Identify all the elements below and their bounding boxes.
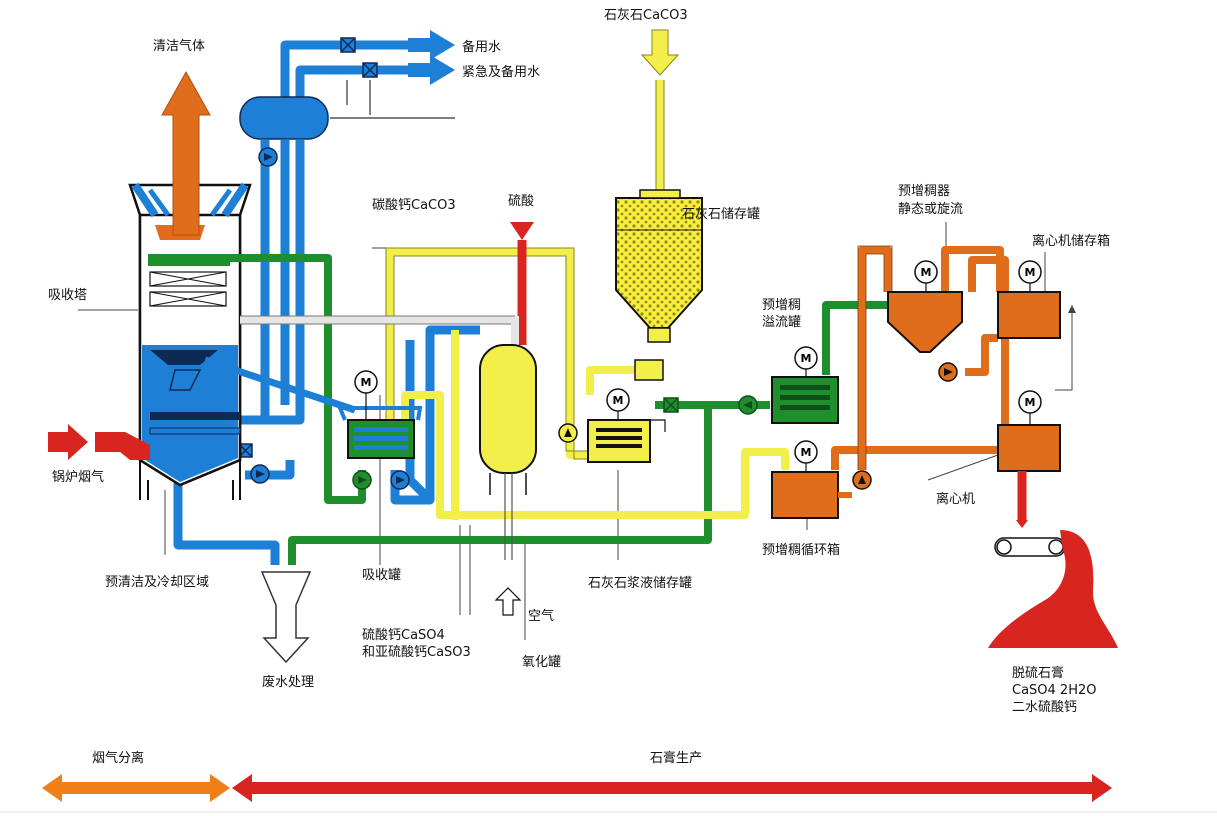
pre-thickener [887,291,963,353]
motor-absorb: M [354,370,378,420]
label-overflow-tank-2: 溢流罐 [762,315,802,330]
backup-water-arrow [408,30,455,60]
label-clean-gas: 清洁气体 [153,39,206,54]
motor-centrifuge: M [1018,390,1042,425]
label-wastewater: 废水处理 [262,675,315,690]
label-gypsum-2: CaSO4 2H2O [1012,683,1097,698]
water-drum [239,96,329,140]
stage-arrow-flue [42,774,230,802]
stage-label-gypsum: 石膏生产 [650,751,703,766]
orange-pipe-outline [857,245,893,470]
label-oxidation-tank: 氧化罐 [522,655,562,670]
label-gypsum-1: 脱硫石膏 [1012,666,1065,681]
motor-centrifuge-storage: M [1018,260,1042,292]
oxidation-tank [479,344,537,560]
svg-text:M: M [613,394,624,407]
label-absorb-tank: 吸收罐 [362,568,402,583]
label-emergency-water: 紧急及备用水 [462,65,541,80]
label-backup-water: 备用水 [462,40,502,55]
label-centrifuge: 离心机 [936,492,976,507]
air-arrow [494,587,522,616]
label-slurry-storage: 石灰石浆液储存罐 [588,576,693,591]
absorb-tank [337,406,423,459]
label-absorber-tower: 吸收塔 [48,288,88,303]
motor-overflow: M [794,346,818,377]
conveyor-icon [994,537,1066,557]
centrifuge-box [997,424,1061,472]
orange-pipes [831,246,1009,470]
wastewater-funnel [260,571,312,664]
label-thickener-type: 静态或旋流 [898,202,964,217]
gypsum-pile [988,530,1118,648]
motor-slurry: M [606,388,630,420]
stage-label-flue: 烟气分离 [92,751,145,766]
label-thickener: 预增稠器 [898,184,951,199]
label-centrifuge-storage: 离心机储存箱 [1032,234,1111,249]
svg-text:M: M [1025,266,1036,279]
label-pre-clean-cool: 预清洁及冷却区域 [105,575,210,590]
recirc-pump-icon [250,464,270,484]
absorber-legs [147,480,234,500]
thickener-pump-icon [938,362,958,382]
label-boiler-flue-gas: 锅炉烟气 [52,470,105,485]
svg-text:M: M [1025,396,1036,409]
acid-arrow [510,222,534,240]
motor-thickener: M [914,260,938,292]
label-overflow-tank-1: 预增稠 [762,298,802,313]
slurry-storage-tank [587,419,666,463]
label-limestone: 石灰石CaCO3 [604,8,688,23]
limestone-silo [615,189,703,343]
overflow-tank [771,376,839,424]
drain-lines [330,80,455,119]
svg-text:M: M [801,446,812,459]
absorb-grey-line [240,316,519,345]
absorb-pump2-icon [390,470,410,490]
water-pump-icon [258,147,278,167]
centrifuge-storage-box [997,291,1061,339]
label-calcium-sulfate-1: 硫酸钙CaSO4 [362,628,445,643]
absorb-feed-line [203,356,357,414]
green-pump-icon [738,395,758,415]
label-limestone-storage: 石灰石储存罐 [682,207,761,222]
green-valve [663,397,679,413]
limestone-inlet-arrow [640,29,680,76]
flue-gas-inlet-arrow [48,424,88,460]
green-pipes [148,254,888,565]
svg-text:M: M [921,266,932,279]
orange-pump-icon [852,470,872,490]
circulation-tank [771,471,839,519]
stage-arrow-gypsum [232,774,1112,802]
emergency-water-arrow [408,55,455,85]
label-circulation-tank: 预增稠循环箱 [762,543,841,558]
svg-text:M: M [801,352,812,365]
flue-gas-duct [95,432,150,460]
label-air: 空气 [528,609,555,624]
label-gypsum-3: 二水硫酸钙 [1012,700,1078,715]
clean-gas-arrow [161,70,211,236]
label-calcium-sulfate-2: 和亚硫酸钙CaSO3 [362,645,471,660]
absorb-pump-icon [352,470,372,490]
label-sulfuric-acid: 硫酸 [508,194,535,209]
motor-circulation: M [794,440,818,472]
feeder-box [634,359,664,381]
slurry-pump-icon [558,423,578,443]
svg-text:M: M [361,376,372,389]
label-calcium-carbonate: 碳酸钙CaCO3 [372,198,456,213]
